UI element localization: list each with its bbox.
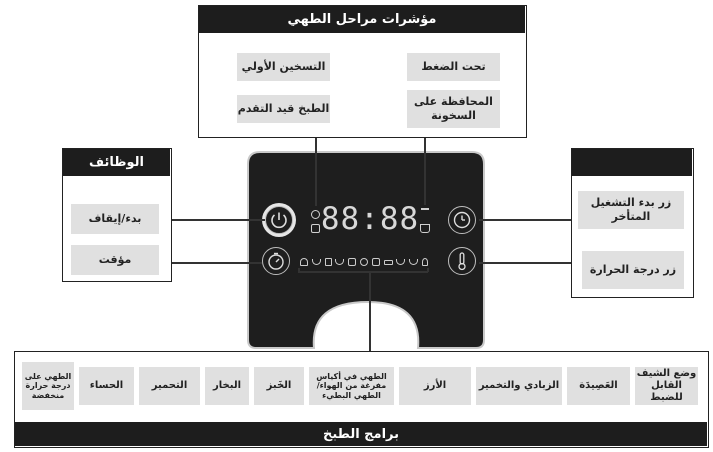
right-box: زر بدء التشغيل المتأخر زر درجة الحرارة <box>571 148 694 298</box>
label-under-pressure: تحت الضغط <box>407 53 500 81</box>
functions-box: الوظائف بدء/إيقاف مؤقت <box>62 148 172 282</box>
delay-start-button[interactable] <box>448 206 476 234</box>
timer-button[interactable] <box>262 247 290 275</box>
program-low-temp: الطهي على درجة حرارة منخفضة <box>22 362 74 410</box>
connector-start-stop <box>172 219 265 221</box>
sous-vide-icon <box>348 258 357 266</box>
connector-programs-bracket-right <box>427 268 429 272</box>
label-keep-warm: المحافظة على السخونة <box>407 90 500 128</box>
connector-temperature <box>479 262 571 264</box>
label-cooking-in-progress: الطبخ قيد التقدم <box>237 95 330 123</box>
yogurt-icon <box>324 258 332 266</box>
program-soup: الحساء <box>79 367 134 405</box>
browning-icon <box>383 259 393 265</box>
stopwatch-icon <box>268 252 284 270</box>
connector-delay <box>479 219 571 221</box>
connector-programs <box>369 272 371 351</box>
connector-programs-bracket-left <box>298 268 300 272</box>
low-temp-icon <box>409 259 419 265</box>
steam-icon <box>371 258 380 266</box>
connector-timer <box>172 262 262 264</box>
indicators-title: مؤشرات مراحل الطهي <box>199 6 525 33</box>
indicators-box: مؤشرات مراحل الطهي تحت الضغط التسخين الأ… <box>198 5 527 138</box>
delay-clock-icon <box>453 211 471 229</box>
connector-pressure <box>424 138 426 205</box>
right-box-title <box>572 149 692 176</box>
porridge-icon <box>311 259 321 265</box>
program-porridge: العَصِيدَة <box>567 367 630 405</box>
heat-icon <box>421 258 428 266</box>
preheat-indicator-icon <box>311 210 320 219</box>
temperature-button[interactable] <box>448 247 476 275</box>
program-chef-mode: وضع الشيف القابل للضبط <box>635 367 698 405</box>
soup-icon <box>396 259 406 265</box>
label-temperature: زر درجة الحرارة <box>582 251 684 289</box>
display-digits: 88:88 <box>320 200 420 237</box>
label-timer: مؤقت <box>71 245 159 275</box>
program-sous-vide: الطهي في أكياس مفرغة من الهواء/الطهي الب… <box>309 367 394 405</box>
program-yogurt: الزبادي والتخمير <box>476 367 562 405</box>
programs-title: برامج الطبخ <box>15 422 707 446</box>
label-start-stop: بدء/إيقاف <box>71 204 159 234</box>
start-stop-button[interactable] <box>265 206 293 234</box>
functions-title: الوظائف <box>63 149 170 176</box>
programs-box: برامج الطبخ وضع الشيف القابل للضبط العَص… <box>14 351 709 448</box>
program-rice: الأرز <box>399 367 471 405</box>
connector-preheat <box>315 138 317 206</box>
thermometer-icon <box>458 252 466 271</box>
program-bake: الخَبز <box>254 367 304 405</box>
chef-mode-icon <box>300 258 308 266</box>
label-preheating: التسخين الأولي <box>237 53 330 81</box>
power-icon <box>271 212 287 229</box>
pressure-indicator-icon <box>421 208 429 217</box>
program-steam: البخار <box>205 367 249 405</box>
rice-icon <box>335 259 345 265</box>
keep-warm-indicator-icon <box>420 224 430 233</box>
bake-icon <box>359 258 368 266</box>
label-delay-start: زر بدء التشغيل المتأخر <box>578 191 684 229</box>
connector-programs-bracket <box>298 271 428 273</box>
program-browning: التحمير <box>139 367 200 405</box>
program-icon-row <box>300 256 428 268</box>
cooking-indicator-icon <box>311 224 320 233</box>
